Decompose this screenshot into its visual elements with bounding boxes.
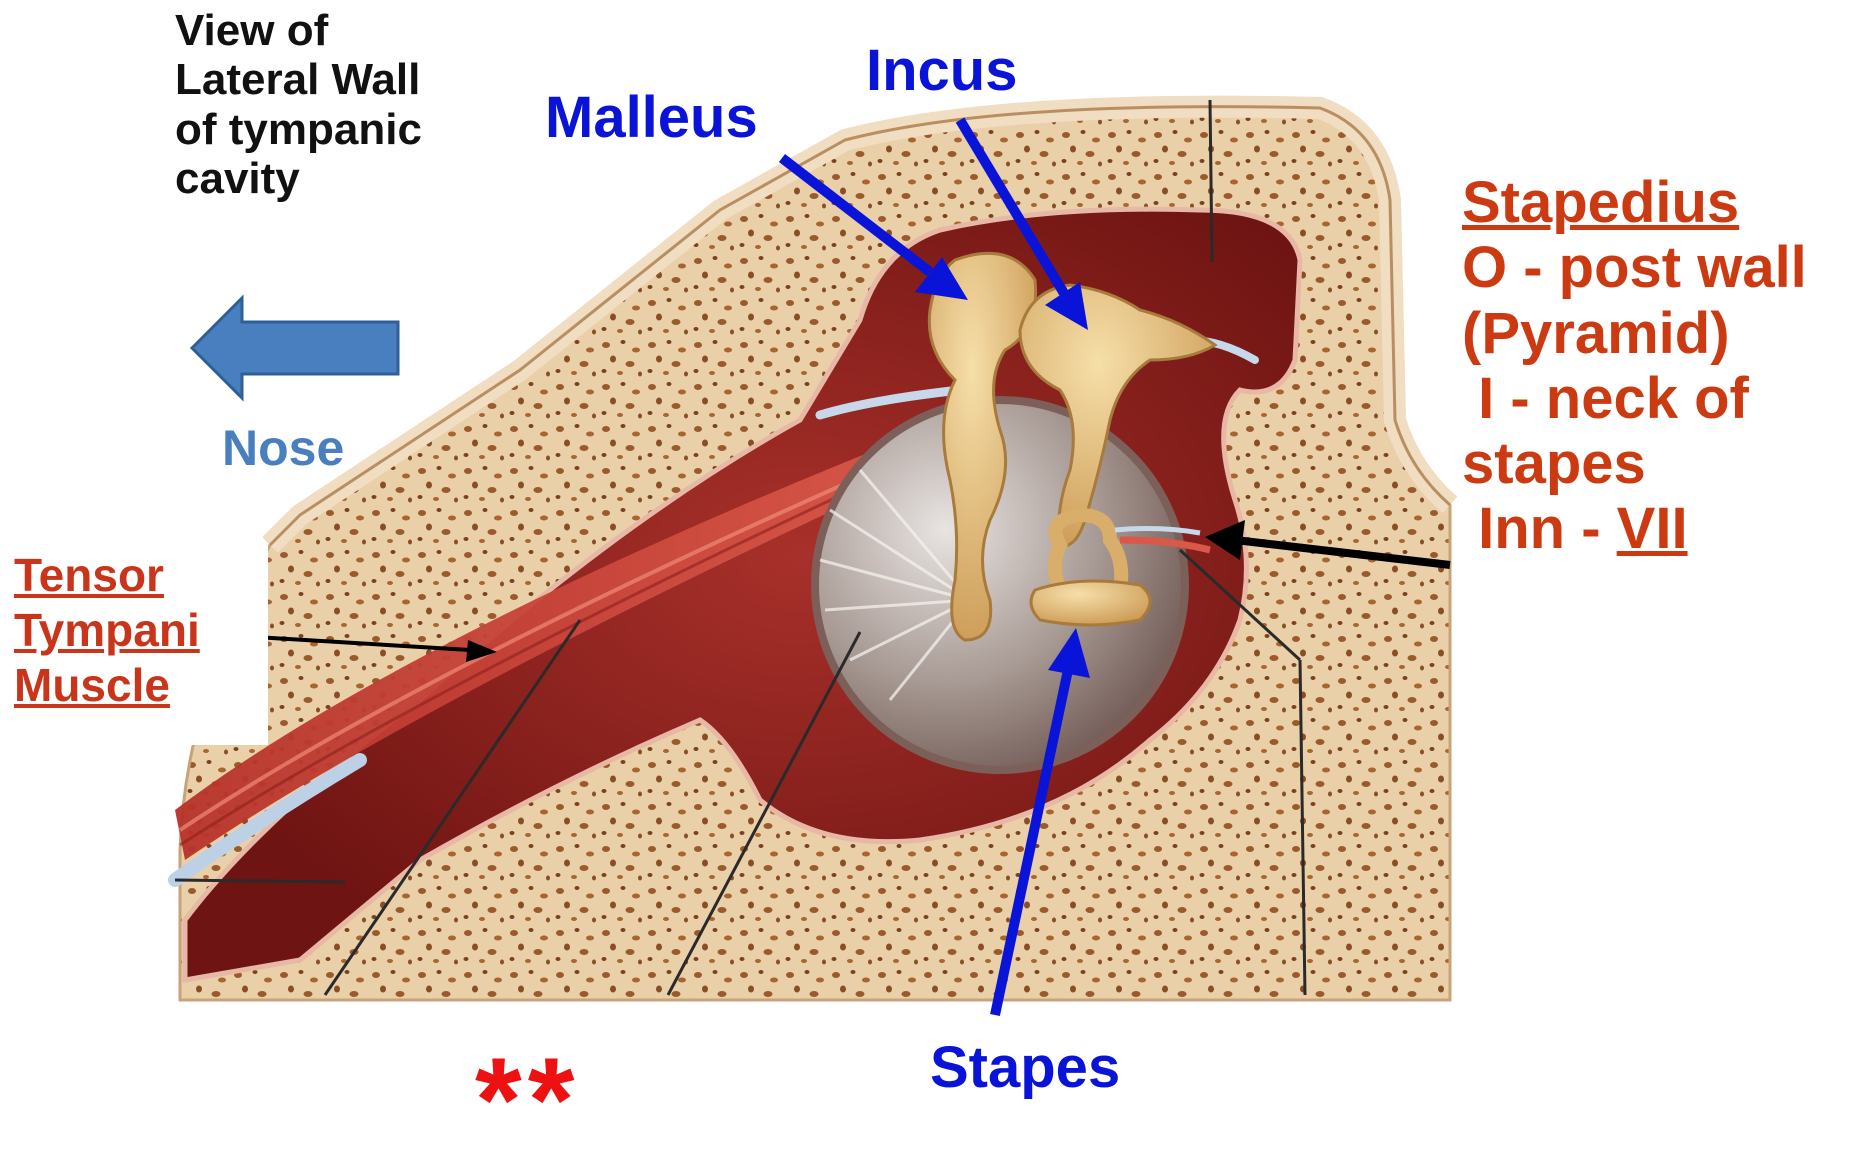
left-arrow-icon: [192, 298, 398, 398]
stapedius-insertion: I - neck of: [1462, 366, 1807, 431]
malleus-label: Malleus: [545, 85, 758, 152]
stapedius-title: Stapedius: [1462, 170, 1807, 235]
stapes-label: Stapes: [930, 1035, 1120, 1102]
asterisk-marker: **: [475, 1040, 580, 1160]
tensor-tympani-label: Tensor Tympani Muscle: [14, 548, 200, 714]
stapedius-origin-detail: (Pyramid): [1462, 301, 1807, 366]
incus-label: Incus: [866, 38, 1018, 105]
stapedius-origin: O - post wall: [1462, 235, 1807, 300]
stapedius-insertion-detail: stapes: [1462, 431, 1807, 496]
nose-label: Nose: [222, 420, 344, 478]
stapedius-innervation: Inn - VII: [1462, 496, 1807, 561]
view-caption: View of Lateral Wall of tympanic cavity: [175, 6, 422, 203]
cranial-nerve-label: VII: [1617, 496, 1688, 561]
stapedius-description: Stapedius O - post wall (Pyramid) I - ne…: [1462, 170, 1807, 562]
